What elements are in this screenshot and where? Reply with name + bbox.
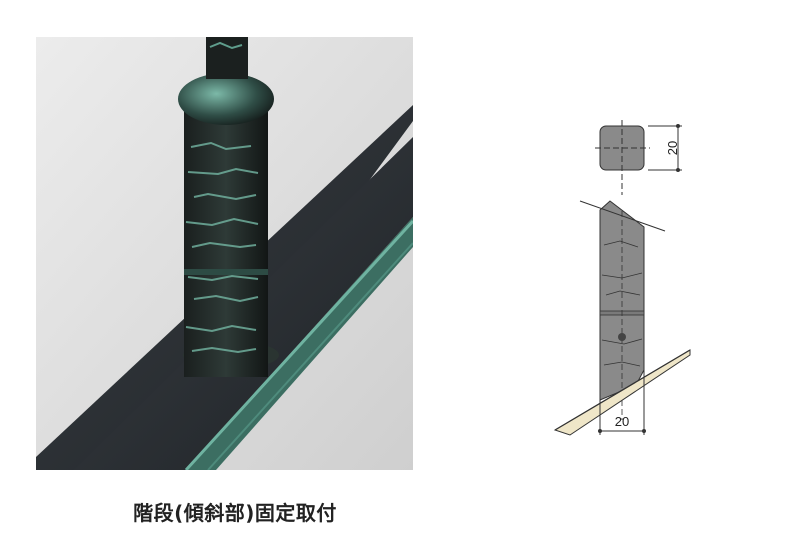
post-band [184,269,268,275]
fixing-point [618,333,626,341]
technical-drawing: 20 20 [540,115,715,445]
post-size-label: 20 [665,141,680,155]
baluster-diagram: 20 20 [553,120,691,436]
baluster-post [184,109,268,377]
post-top-spindle [206,37,248,79]
post-knob [178,73,274,125]
product-photo [36,37,413,470]
base-width-label: 20 [615,414,629,429]
baluster-photo-illustration [36,37,413,470]
caption: 階段(傾斜部)固定取付 [133,501,337,525]
